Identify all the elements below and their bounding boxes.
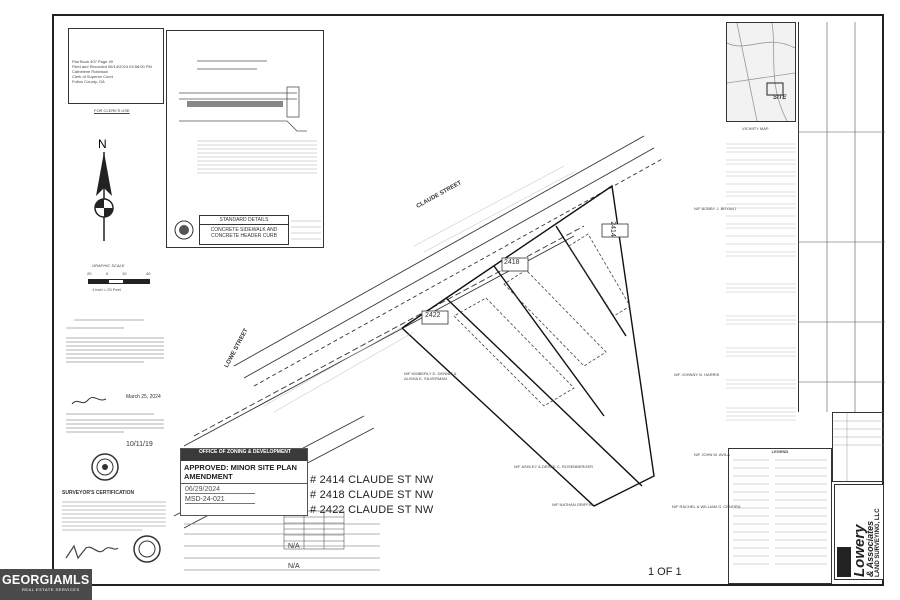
lot-number: 2414 bbox=[608, 221, 616, 237]
company-name-sub: & Associates bbox=[865, 520, 875, 577]
address-line: # 2422 CLAUDE ST NW bbox=[310, 504, 434, 516]
surveyor-signature bbox=[64, 542, 120, 562]
details-title-block: STANDARD DETAILS CONCRETE SIDEWALK AND C… bbox=[199, 215, 289, 245]
scale-tick: 40 bbox=[146, 271, 151, 276]
approval-title: APPROVED: MINOR SITE PLAN AMENDMENT bbox=[181, 461, 307, 484]
na-value: N/A bbox=[288, 543, 300, 550]
owner-label: N/F ASHLEY & DEREK C. ROSENBERGER bbox=[514, 464, 594, 469]
consent-block bbox=[64, 408, 166, 448]
approval-date: 06/29/2024 bbox=[185, 486, 255, 494]
revisions-table bbox=[832, 412, 884, 482]
scale-tick: 20 bbox=[87, 271, 92, 276]
address-line: # 2418 CLAUDE ST NW bbox=[310, 489, 434, 501]
company-tagline: LAND SURVEYING, LLC bbox=[875, 508, 881, 577]
page-number: 1 OF 1 bbox=[648, 566, 682, 578]
approval-header: OFFICE OF ZONING & DEVELOPMENT bbox=[181, 449, 307, 461]
details-subtitle: CONCRETE HEADER CURB bbox=[211, 233, 277, 239]
svg-text:N: N bbox=[98, 137, 107, 151]
owner-label: N/F JOHNNY N. HARRIS bbox=[674, 372, 720, 377]
recording-line: Filed and Recorded 06/14/2024 03:58:00 P… bbox=[72, 64, 152, 69]
scale-label: GRAPHIC SCALE bbox=[92, 263, 125, 268]
scale-tick: 0 bbox=[106, 271, 109, 276]
recording-line: Clerk of Superior Court bbox=[72, 74, 113, 79]
plat-drawing bbox=[173, 135, 665, 550]
legend-label: LEGEND bbox=[771, 449, 789, 454]
city-seal-icon bbox=[173, 219, 195, 241]
stamp-date: 10/11/19 bbox=[126, 441, 153, 448]
title-strip bbox=[798, 22, 885, 412]
surveyor-label: SURVEYOR'S CERTIFICATION bbox=[62, 490, 135, 496]
legend-box: LEGEND bbox=[728, 448, 832, 584]
graphic-scale: 20 0 10 40 1 inch = 20 Feet bbox=[84, 271, 164, 301]
owner-label: N/F BOBBY J. BRYANT bbox=[694, 206, 737, 211]
mls-watermark: GEORGIAMLS REAL ESTATE SERVICES bbox=[0, 569, 92, 600]
owner-label: N/F JOHN M. AVILA bbox=[694, 452, 730, 457]
details-title: STANDARD DETAILS bbox=[200, 216, 288, 225]
recording-line: Plat Book 407 Page 49 bbox=[72, 59, 113, 64]
clerk-label: FOR CLERK'S USE bbox=[94, 108, 130, 113]
approval-stamp: OFFICE OF ZONING & DEVELOPMENT APPROVED:… bbox=[180, 448, 308, 516]
approval-code: MSD-24-021 bbox=[185, 496, 255, 504]
site-label: SITE bbox=[773, 95, 787, 101]
vicinity-label: VICINITY MAP bbox=[742, 126, 769, 131]
mls-sub: REAL ESTATE SERVICES bbox=[22, 587, 80, 592]
owner-ack-block bbox=[64, 316, 166, 386]
scale-note: 1 inch = 20 Feet bbox=[92, 287, 121, 292]
owner-signature bbox=[70, 394, 110, 406]
recording-box: Plat Book 407 Page 49 Filed and Recorded… bbox=[68, 28, 164, 104]
survey-sheet: Plat Book 407 Page 49 Filed and Recorded… bbox=[52, 14, 885, 586]
survey-notes bbox=[724, 134, 798, 464]
standard-details-box: STANDARD DETAILS CONCRETE SIDEWALK AND C… bbox=[166, 30, 324, 248]
north-arrow-icon: N bbox=[84, 136, 124, 246]
lot-number: 2422 bbox=[425, 312, 441, 319]
approval-lines bbox=[182, 520, 382, 580]
owner-label: N/F RACHEL & WILLIAM G. CENORA bbox=[672, 504, 741, 509]
recording-line: Cathelene Robinson bbox=[72, 69, 109, 74]
owner-label: N/F KIMBERLY D. DENNIS & ALISHA K. SILVE… bbox=[404, 371, 457, 381]
details-info bbox=[289, 215, 323, 245]
company-logo-icon bbox=[837, 547, 851, 577]
owner-label: N/F NATHAN GRIFFIN bbox=[552, 502, 593, 507]
surveyor-seal-icon bbox=[132, 534, 162, 564]
na-value: N/A bbox=[288, 563, 300, 570]
lot-number: 2418 bbox=[504, 259, 520, 266]
recording-line: Fulton County, GA bbox=[72, 79, 105, 84]
address-line: # 2414 CLAUDE ST NW bbox=[310, 474, 434, 486]
vicinity-map: SITE bbox=[726, 22, 796, 122]
mls-brand: GEORGIAMLS bbox=[2, 573, 90, 587]
notary-seal-icon bbox=[90, 452, 120, 482]
surveyor-text bbox=[62, 498, 166, 548]
company-block: Lowery & Associates LAND SURVEYING, LLC bbox=[834, 484, 884, 580]
details-subtitle: CONCRETE SIDEWALK AND bbox=[210, 227, 278, 233]
signature-date: March 25, 2024 bbox=[126, 394, 161, 400]
scale-tick: 10 bbox=[122, 271, 127, 276]
